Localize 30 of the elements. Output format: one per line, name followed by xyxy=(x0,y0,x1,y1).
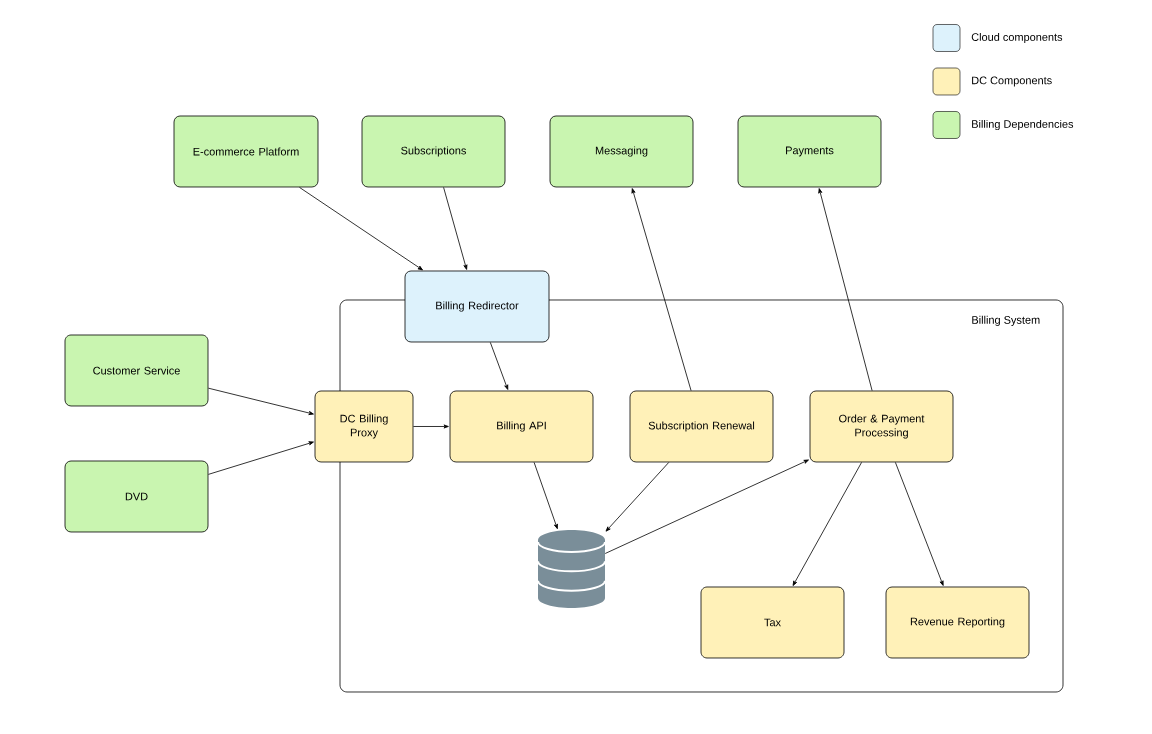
arrow xyxy=(208,387,314,415)
component-box: Subscriptions xyxy=(361,115,506,188)
component-box: Subscription Renewal xyxy=(629,390,774,463)
arrow xyxy=(413,424,449,429)
component-box: Payments xyxy=(737,115,882,188)
arrow xyxy=(605,462,670,532)
legend-label: Cloud components xyxy=(971,32,1063,44)
component-box: Billing API xyxy=(449,390,594,463)
legend-label: DC Components xyxy=(972,76,1052,87)
arrow xyxy=(489,342,509,390)
component-box: Customer Service xyxy=(64,334,209,407)
component-box: DVD xyxy=(64,460,209,533)
arrow xyxy=(208,441,314,475)
component-box: DC Billing Proxy xyxy=(314,390,414,463)
arrow xyxy=(631,188,692,391)
legend-label: Billing Dependencies xyxy=(972,119,1074,131)
arrow xyxy=(533,462,558,530)
component-box: E-commerce Platform xyxy=(173,115,319,188)
arrow xyxy=(604,459,809,554)
database-icon xyxy=(537,530,606,608)
component-box: Revenue Reporting xyxy=(885,586,1030,659)
arrow xyxy=(299,187,423,271)
component-box: Messaging xyxy=(549,115,694,188)
arrow xyxy=(895,462,944,586)
arrow xyxy=(443,187,468,270)
arrow xyxy=(818,188,873,391)
arrow xyxy=(792,462,862,586)
component-box: Order & Payment Processing xyxy=(809,390,954,463)
component-box: Billing Redirector xyxy=(404,270,550,343)
component-box: Tax xyxy=(700,586,845,659)
